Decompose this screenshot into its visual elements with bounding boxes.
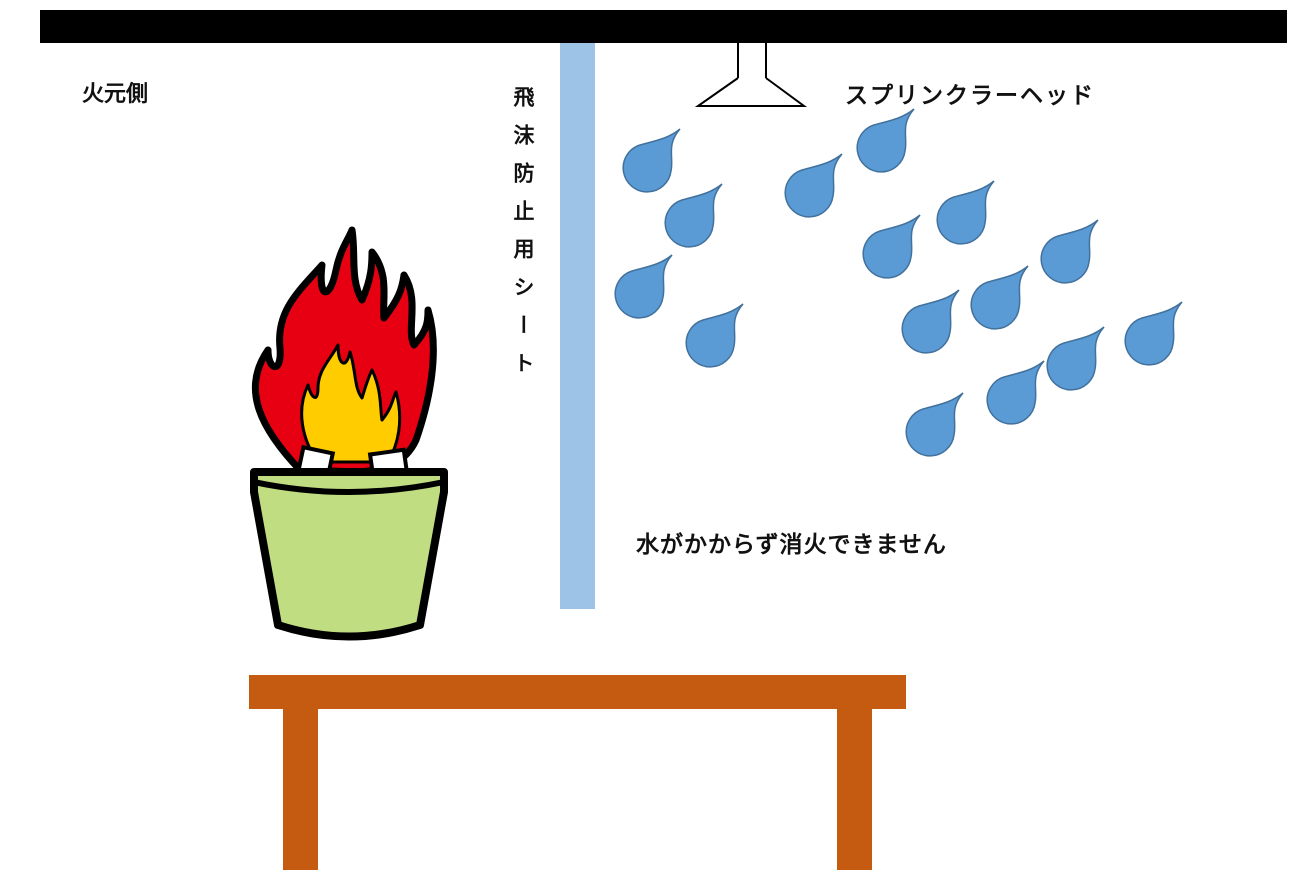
water-drop-icon xyxy=(970,265,1029,330)
water-drop-icon xyxy=(856,108,915,173)
water-drop-icon xyxy=(784,153,843,218)
water-drop-icon xyxy=(614,254,673,319)
water-drop-icon xyxy=(862,214,921,279)
fire-side-label: 火元側 xyxy=(82,82,149,107)
water-drop-icon xyxy=(901,289,960,354)
water-drop-icon xyxy=(1046,326,1105,391)
no-extinguish-label: 水がかからず消火できません xyxy=(636,532,947,558)
fire-icon xyxy=(251,226,437,487)
water-drop-icon xyxy=(1040,219,1099,284)
table-icon xyxy=(249,675,906,870)
water-drop-icon xyxy=(1124,301,1183,366)
water-drop-icon xyxy=(664,183,723,248)
water-drop-icon xyxy=(905,392,964,457)
sheet-label: 飛沫防止用シート xyxy=(511,86,535,390)
bucket-icon xyxy=(250,468,448,641)
sprinkler-head-label: スプリンクラーヘッド xyxy=(845,83,1095,109)
water-drop-icon xyxy=(936,180,995,245)
sprinkler-head-icon xyxy=(694,43,808,107)
water-drop-icon xyxy=(685,303,744,368)
water-drop-icon xyxy=(622,128,681,193)
ceiling xyxy=(40,10,1287,43)
splash-prevention-sheet xyxy=(560,43,595,609)
water-drops xyxy=(614,108,1183,457)
water-drop-icon xyxy=(986,360,1045,425)
